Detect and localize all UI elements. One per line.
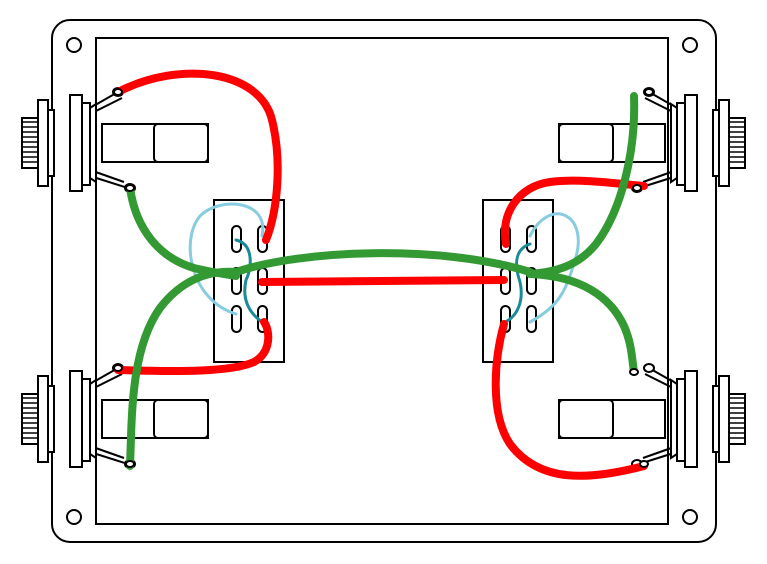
terminal-top-left-lower xyxy=(125,184,135,192)
terminal-top-right-lower xyxy=(632,184,642,192)
enclosure-outer xyxy=(51,19,717,543)
jumper-wires xyxy=(188,202,580,324)
mounting-holes xyxy=(66,37,698,525)
green-wire-bottom-right xyxy=(526,270,638,376)
red-wires xyxy=(114,69,648,480)
green-wire-top-right xyxy=(526,92,639,278)
red-wire-top-right xyxy=(500,176,648,248)
red-wire-bottom-right xyxy=(491,320,648,480)
enclosure xyxy=(51,19,717,543)
terminal-bottom-right-lower xyxy=(639,460,649,468)
red-wire-middle xyxy=(258,276,508,286)
mounting-hole-bottom-right xyxy=(682,509,698,525)
green-wire-bottom-left xyxy=(126,267,240,470)
green-wire-crossing xyxy=(232,249,534,276)
terminal-bottom-left-lower xyxy=(125,460,135,468)
green-wires xyxy=(126,92,639,470)
mounting-hole-bottom-left xyxy=(66,509,82,525)
terminal-top-right-upper xyxy=(644,88,654,96)
enclosure-inner xyxy=(95,37,669,525)
wire-terminals xyxy=(113,88,654,468)
jack-connector-bottom-right xyxy=(558,363,746,469)
terminal-bottom-right-upper xyxy=(629,368,639,376)
terminal-bottom-left-upper xyxy=(113,364,123,372)
mounting-hole-top-left xyxy=(66,37,82,53)
mounting-hole-top-right xyxy=(682,37,698,53)
jack-connector-top-right xyxy=(558,87,746,193)
jack-connector-top-left xyxy=(21,87,209,193)
jumper-light-blue-left xyxy=(188,202,265,316)
red-wire-top-left xyxy=(114,69,282,244)
jumper-teal-left xyxy=(234,238,264,324)
red-wire-bottom-left xyxy=(114,318,273,376)
jumper-teal-right xyxy=(503,242,532,324)
terminal-top-left-upper xyxy=(113,88,123,96)
jack-connector-bottom-left xyxy=(21,363,209,469)
